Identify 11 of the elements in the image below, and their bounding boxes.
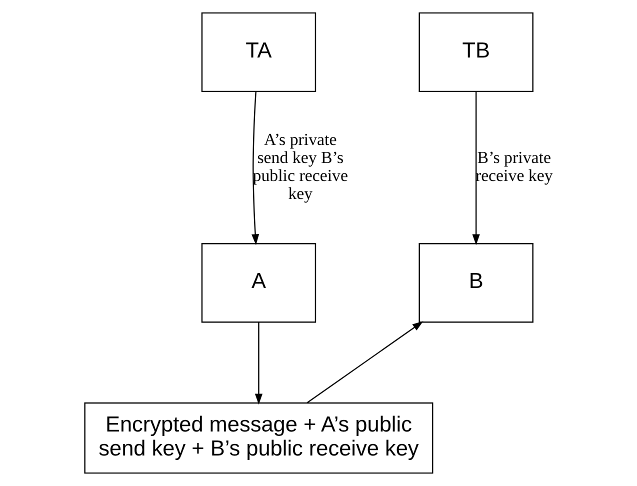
- edge-label: B’s private receive key: [475, 148, 553, 186]
- arrow: [254, 322, 263, 405]
- node-box: TA: [201, 12, 316, 92]
- edge-label: A’s private send key B’s public receive key: [252, 130, 348, 204]
- node-box: B: [418, 243, 534, 323]
- node-box: Encrypted message + A’s public send key + B’s public receive key: [84, 402, 434, 474]
- node-box: TB: [418, 12, 534, 92]
- arrow: [252, 92, 260, 246]
- arrow: [472, 92, 480, 246]
- node-box: A: [201, 243, 316, 323]
- arrow: [306, 321, 424, 404]
